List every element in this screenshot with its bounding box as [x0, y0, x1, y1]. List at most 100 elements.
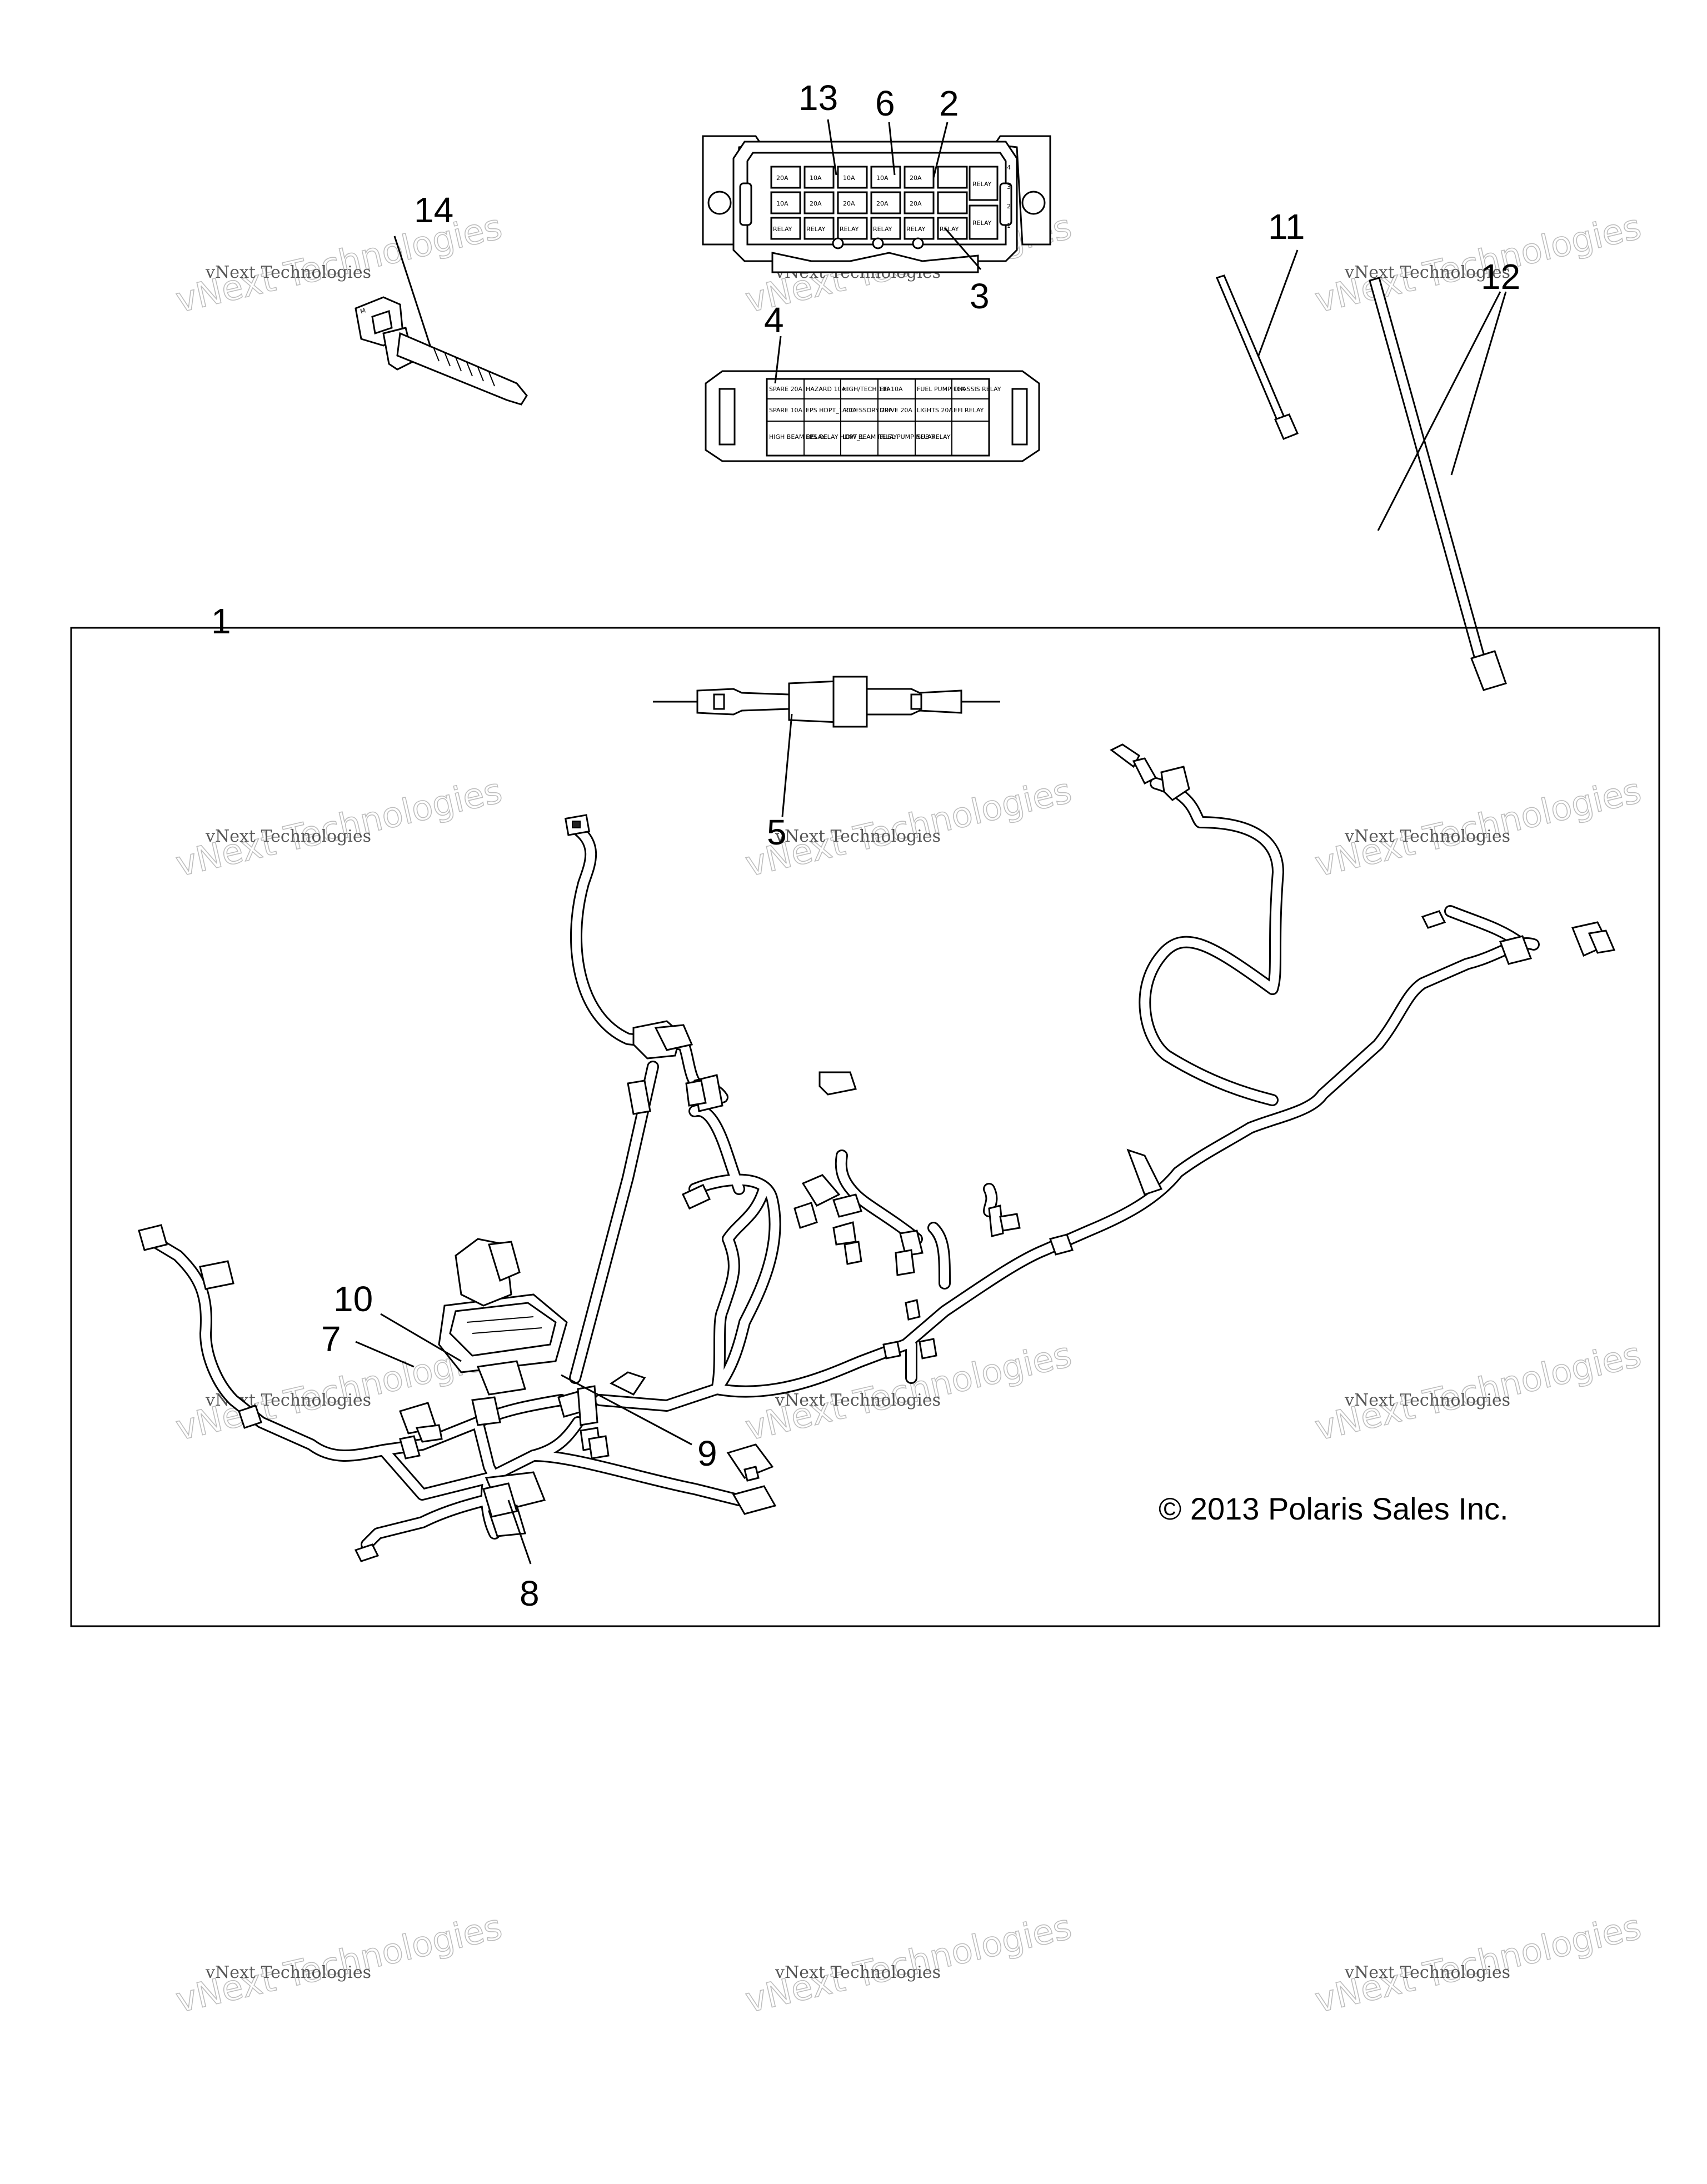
- cable-tie-icon: [1369, 277, 1507, 691]
- leader-line-9: [561, 1374, 692, 1446]
- svg-text:RELAY: RELAY: [806, 226, 826, 233]
- watermark: vNext Technologies vNext Technologies: [741, 1906, 1076, 2021]
- callout-10: 10: [333, 1279, 373, 1319]
- watermark: vNext Technologies vNext Technologies: [172, 769, 506, 885]
- leader-line-3: [944, 227, 982, 270]
- leader-line-4: [774, 336, 782, 384]
- clip-tie-icon: M: [355, 296, 528, 406]
- svg-text:EPS RELAY HDPT_1: EPS RELAY HDPT_1: [806, 433, 864, 441]
- svg-text:vNext Technologies: vNext Technologies: [775, 1391, 941, 1410]
- leader-line-6: [888, 122, 896, 176]
- svg-text:10A: 10A: [810, 174, 822, 182]
- svg-text:20A: 20A: [810, 200, 822, 207]
- leader-line-10: [380, 1313, 462, 1362]
- watermark: vNext Technologies vNext Technologies: [1311, 206, 1645, 321]
- svg-text:EFI RELAY: EFI RELAY: [954, 407, 984, 414]
- svg-text:10A: 10A: [776, 200, 788, 207]
- callout-8: 8: [520, 1573, 540, 1613]
- svg-text:3: 3: [1007, 183, 1011, 191]
- callout-4: 4: [764, 300, 784, 340]
- callout-11: 11: [1268, 207, 1305, 247]
- callout-9: 9: [697, 1433, 717, 1473]
- callout-2: 2: [939, 83, 959, 123]
- svg-text:1: 1: [1007, 222, 1011, 229]
- svg-text:20A: 20A: [843, 200, 855, 207]
- watermark: vNext Technologies vNext Technologies: [1311, 1333, 1645, 1449]
- leader-line-7: [355, 1341, 415, 1368]
- leader-line-12: [1377, 291, 1501, 531]
- callout-12: 12: [1481, 257, 1520, 297]
- svg-text:20A: 20A: [910, 174, 922, 182]
- leader-line-11: [1257, 249, 1299, 356]
- fuse-box-icon: 20A 10A 10A 10A 20A RELAY 10A 20A 20A 20…: [702, 135, 1051, 273]
- fuse-grid: 20A 10A 10A 10A 20A RELAY 10A 20A 20A 20…: [770, 166, 999, 240]
- callout-5: 5: [767, 812, 787, 852]
- svg-text:SPARE 10A: SPARE 10A: [769, 407, 803, 414]
- svg-text:RELAY: RELAY: [906, 226, 926, 233]
- connectors: [138, 743, 1616, 1562]
- svg-text:vNext Technologies: vNext Technologies: [205, 263, 371, 282]
- leader-line-13: [827, 119, 837, 176]
- harness-fuse-box: [438, 1238, 598, 1426]
- wiring-harness-icon: [138, 743, 1616, 1562]
- svg-text:vNext Technologies: vNext Technologies: [1344, 1963, 1510, 1982]
- svg-text:SPARE 20A: SPARE 20A: [769, 386, 803, 393]
- svg-text:RELAY: RELAY: [840, 226, 859, 233]
- svg-text:2: 2: [1007, 203, 1011, 210]
- svg-text:HAZARD 10A: HAZARD 10A: [806, 386, 846, 393]
- callout-1: 1: [211, 601, 231, 641]
- svg-text:vNext Technologies: vNext Technologies: [205, 827, 371, 846]
- callout-6: 6: [875, 83, 895, 123]
- leader-line-8: [507, 1500, 532, 1565]
- svg-text:M: M: [360, 307, 367, 315]
- svg-text:vNext Technologies: vNext Technologies: [205, 1963, 371, 1982]
- svg-text:EFI 10A: EFI 10A: [880, 386, 903, 393]
- svg-text:CHASSIS RELAY: CHASSIS RELAY: [954, 386, 1001, 393]
- fuse-cover-icon: SPARE 20A HAZARD 10A HIGH/TECH 10A EFI 1…: [705, 370, 1040, 462]
- svg-text:10A: 10A: [843, 174, 855, 182]
- svg-text:RELAY: RELAY: [873, 226, 892, 233]
- leader-line-14: [393, 236, 432, 348]
- watermark: vNext Technologies vNext Technologies: [741, 769, 1076, 885]
- callout-14: 14: [414, 190, 453, 230]
- svg-text:FUEL PUMP RELAY: FUEL PUMP RELAY: [880, 433, 935, 441]
- watermark: vNext Technologies vNext Technologies: [1311, 1906, 1645, 2021]
- callout-3: 3: [970, 276, 990, 316]
- svg-text:20A: 20A: [876, 200, 889, 207]
- svg-text:EPS HDPT_1 20A: EPS HDPT_1 20A: [806, 407, 857, 414]
- svg-text:ACCESSORY 20A: ACCESSORY 20A: [842, 407, 893, 414]
- svg-text:vNext Technologies: vNext Technologies: [1344, 263, 1510, 282]
- svg-text:HIGH/TECH 10A: HIGH/TECH 10A: [842, 386, 891, 393]
- cable-tie-icon: [1215, 274, 1299, 440]
- callout-13: 13: [798, 78, 838, 118]
- svg-text:RELAY: RELAY: [972, 219, 992, 227]
- svg-text:HIGH BEAM RELAY: HIGH BEAM RELAY: [769, 433, 825, 441]
- svg-text:FUEL PUMP 10A: FUEL PUMP 10A: [917, 386, 965, 393]
- leader-line-5: [781, 713, 793, 817]
- harness-assembly-frame: [70, 627, 1660, 1627]
- svg-text:vNext Technologies: vNext Technologies: [775, 827, 941, 846]
- svg-text:20A: 20A: [910, 200, 922, 207]
- copyright-notice: © 2013 Polaris Sales Inc.: [1159, 1491, 1509, 1526]
- inline-fuse-holder-icon: [653, 676, 1000, 728]
- svg-text:LOW BEAM RELAY: LOW BEAM RELAY: [842, 433, 897, 441]
- svg-text:10A: 10A: [876, 174, 889, 182]
- svg-text:4: 4: [1007, 164, 1011, 171]
- watermark: vNext Technologies vNext Technologies: [172, 1906, 506, 2021]
- leader-line-2: [932, 122, 949, 178]
- watermark: vNext Technologies vNext Technologies: [1311, 769, 1645, 885]
- watermark: vNext Technologies vNext Technologies: [172, 206, 506, 321]
- svg-text:DRIVE 20A: DRIVE 20A: [880, 407, 912, 414]
- svg-text:vNext Technologies: vNext Technologies: [1344, 827, 1510, 846]
- svg-text:vNext Technologies: vNext Technologies: [1344, 1391, 1510, 1410]
- svg-text:20A: 20A: [776, 174, 788, 182]
- svg-text:SUB RELAY: SUB RELAY: [917, 433, 951, 441]
- callout-7: 7: [321, 1319, 341, 1359]
- svg-text:RELAY: RELAY: [972, 181, 992, 188]
- leader-line-12: [1450, 291, 1507, 476]
- svg-text:LIGHTS 20A: LIGHTS 20A: [917, 407, 953, 414]
- svg-text:vNext Technologies: vNext Technologies: [775, 1963, 941, 1982]
- svg-text:RELAY: RELAY: [773, 226, 792, 233]
- svg-text:RELAY: RELAY: [940, 226, 959, 233]
